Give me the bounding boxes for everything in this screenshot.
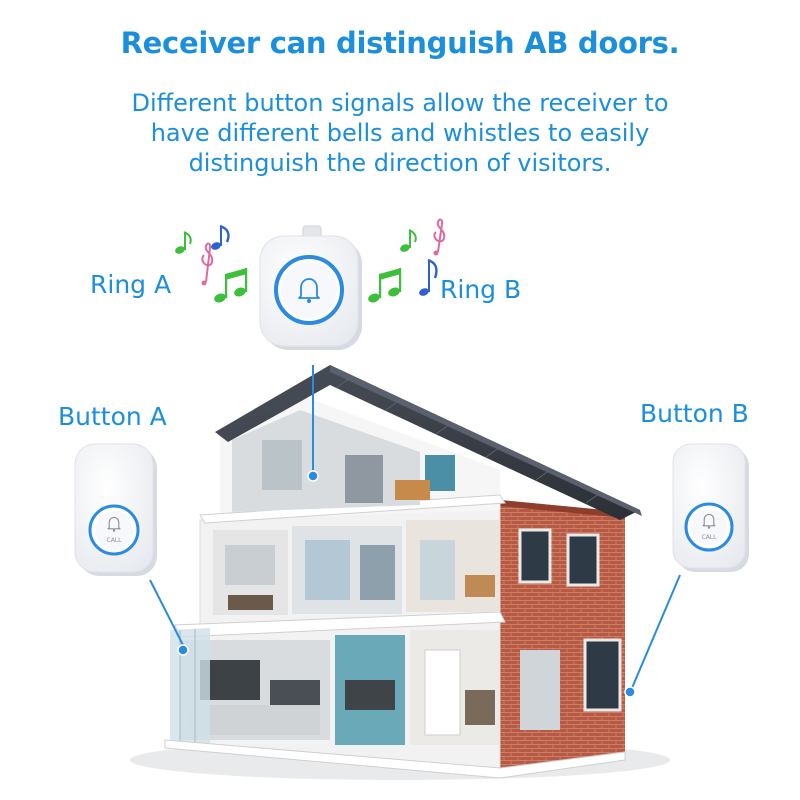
button-a-connector-dot xyxy=(177,644,189,656)
music-note-icon xyxy=(400,229,417,252)
button-b-call-text: CALL xyxy=(702,534,718,541)
brick-doorway xyxy=(520,650,560,730)
subtitle-line-3: distinguish the direction of visitors. xyxy=(188,149,612,177)
music-note-icon xyxy=(201,242,214,286)
music-note-icon xyxy=(175,231,192,254)
roof xyxy=(215,365,640,520)
music-notes-left xyxy=(175,224,248,303)
music-note-icon xyxy=(368,268,402,303)
button-b-device: CALL xyxy=(672,443,749,572)
music-note-icon xyxy=(214,268,248,303)
music-note-icon xyxy=(211,224,230,250)
receiver-connector-dot xyxy=(307,470,319,482)
bell-icon xyxy=(107,516,121,532)
receiver-device xyxy=(259,225,362,350)
brick-window-3 xyxy=(583,638,622,712)
page-subtitle: Different button signals allow the recei… xyxy=(0,88,800,178)
base-slab xyxy=(164,739,626,779)
ring-a-label: Ring A xyxy=(90,270,172,299)
brick-window-2 xyxy=(566,533,600,587)
bell-icon xyxy=(298,278,320,303)
ring-b-label: Ring B xyxy=(440,275,522,304)
subtitle-line-1: Different button signals allow the recei… xyxy=(131,89,669,117)
page-title: Receiver can distinguish AB doors. xyxy=(120,26,680,60)
button-b-connector-dot xyxy=(624,686,636,698)
music-note-icon xyxy=(433,218,446,256)
subtitle-line-2: have different bells and whistles to eas… xyxy=(150,119,650,147)
button-a-label: Button A xyxy=(58,402,167,431)
button-b-connector xyxy=(631,574,681,689)
bell-icon xyxy=(702,513,716,529)
button-a-connector xyxy=(149,579,184,646)
button-a-call-text: CALL xyxy=(107,537,123,544)
brick-window-1 xyxy=(518,528,552,584)
music-notes-right xyxy=(368,218,446,303)
house xyxy=(164,365,642,779)
button-b-label: Button B xyxy=(640,399,749,428)
glass-extension xyxy=(170,628,210,745)
button-a-device: CALL xyxy=(74,443,157,576)
music-note-icon xyxy=(419,258,438,296)
